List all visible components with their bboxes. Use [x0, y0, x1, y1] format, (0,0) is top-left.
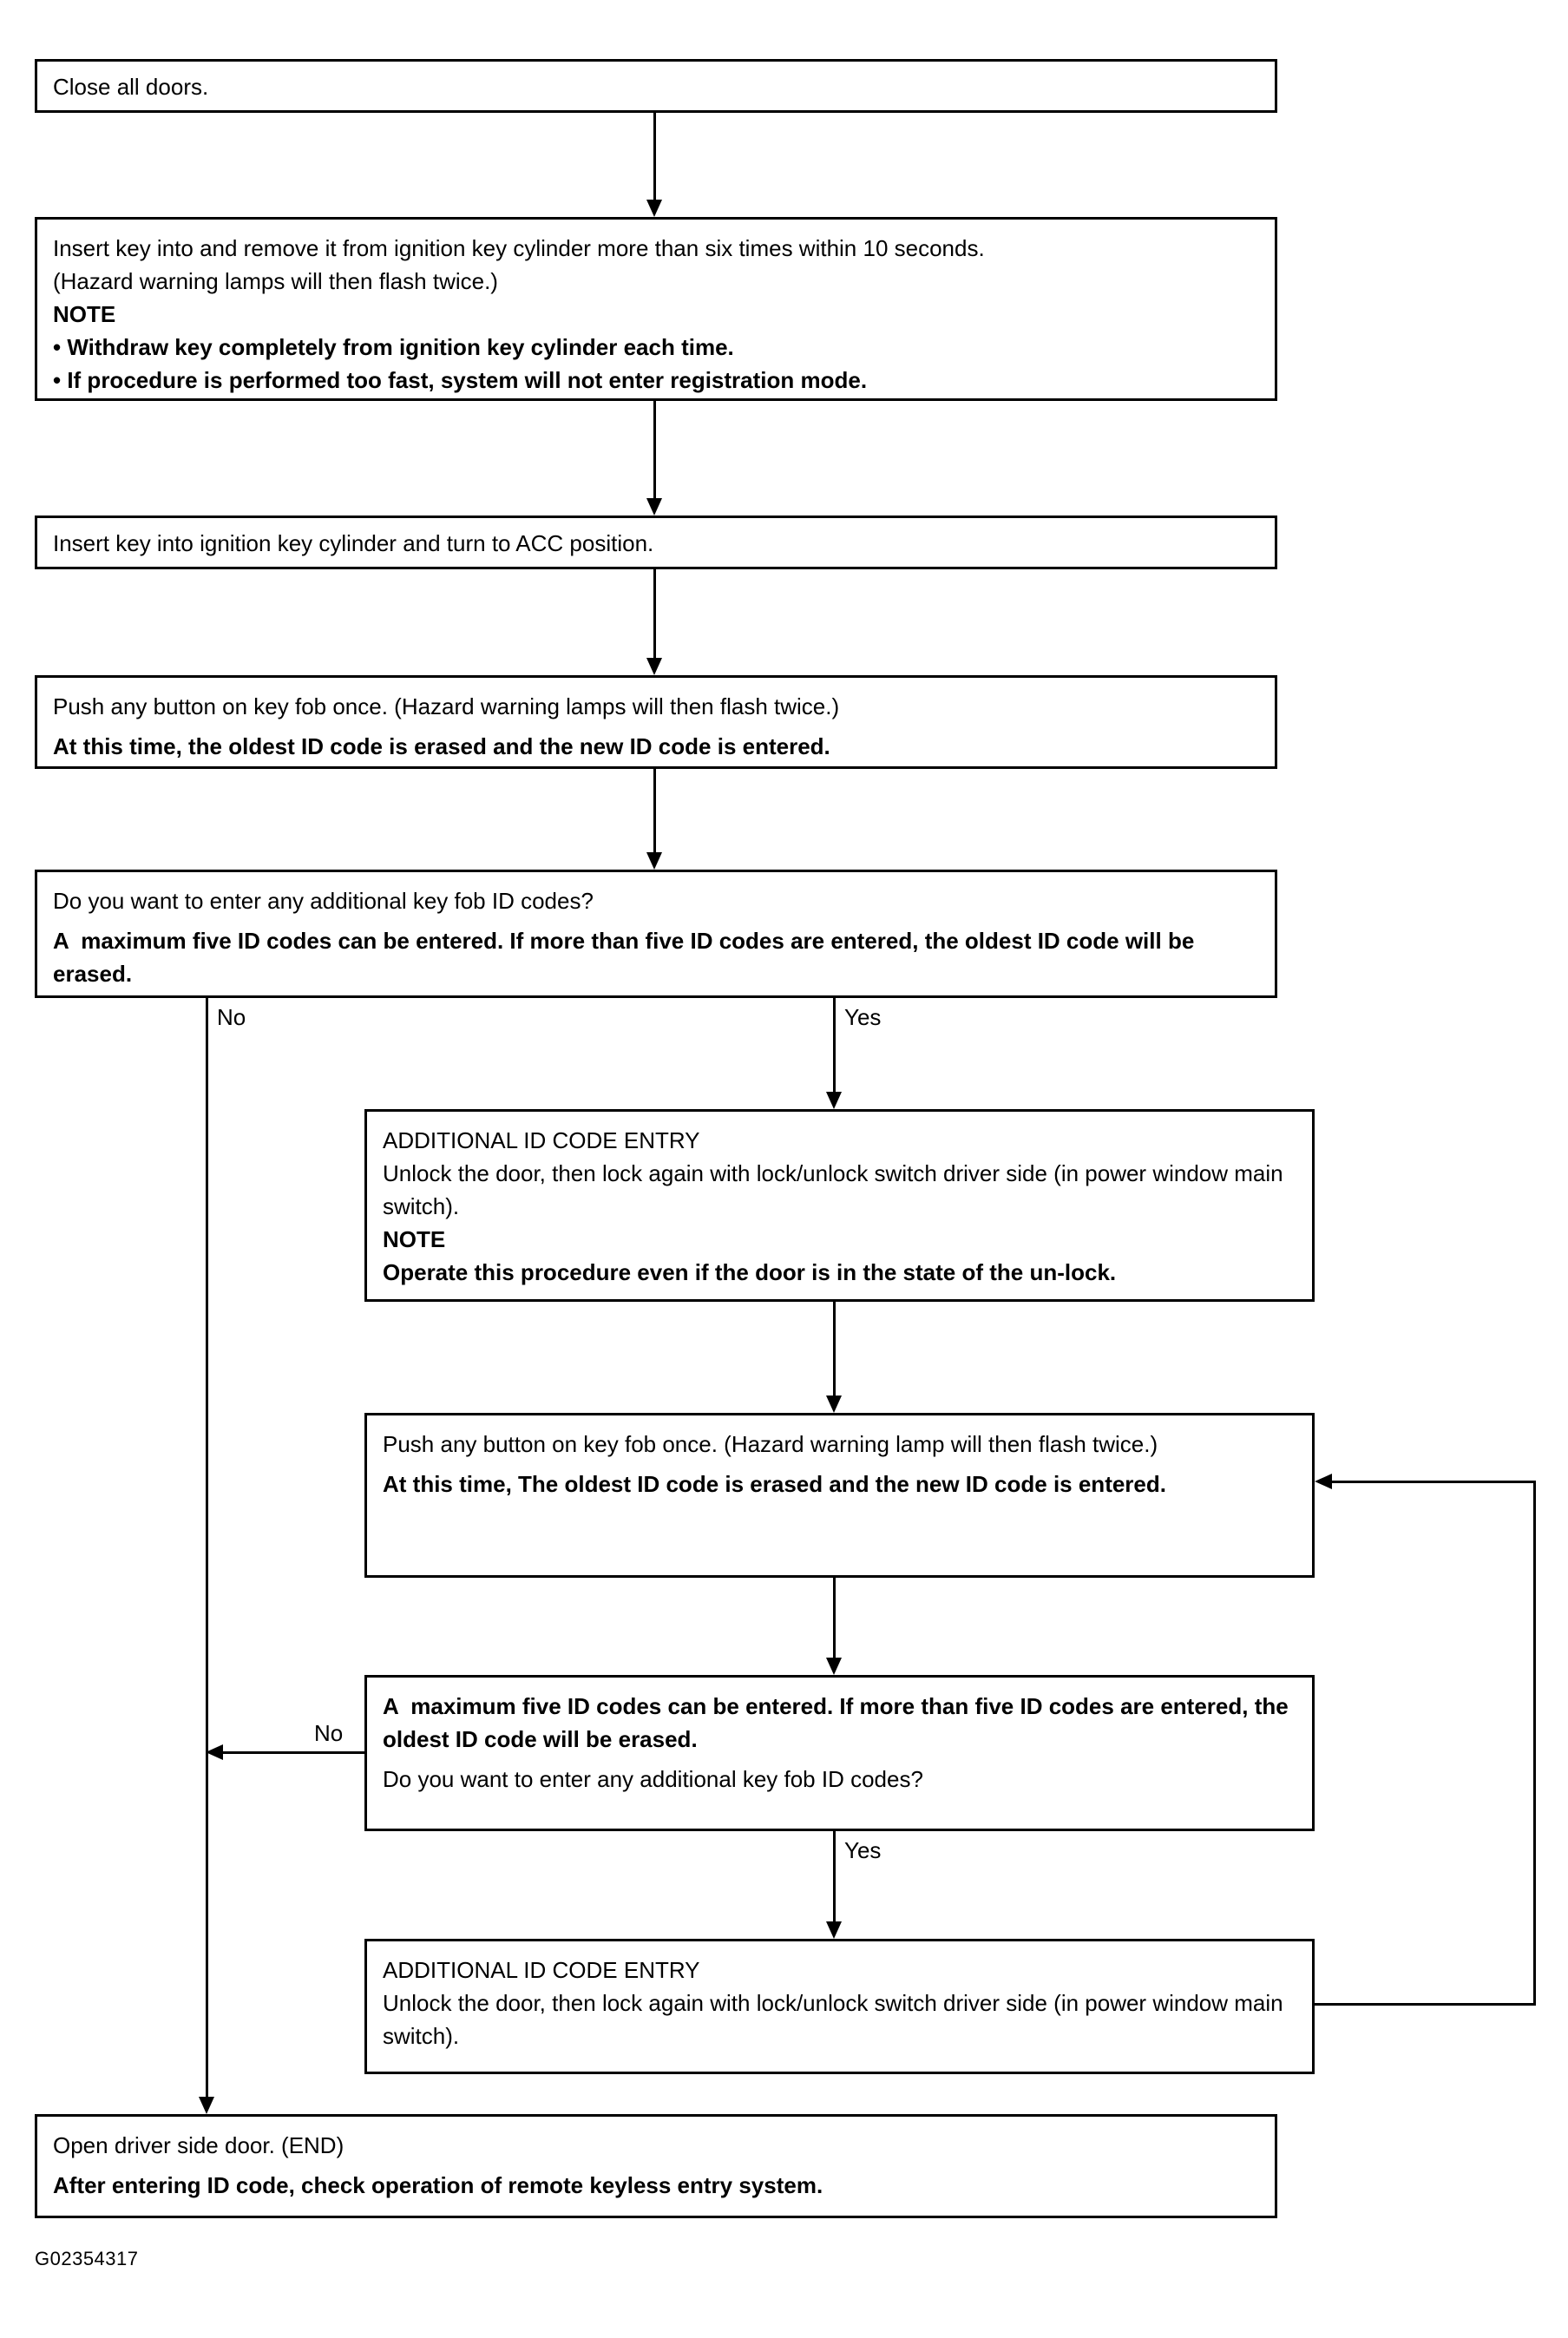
node-turn-to-acc: Insert key into ignition key cylinder an… [35, 516, 1277, 569]
node-line: Push any button on key fob once. (Hazard… [383, 1431, 1158, 1457]
edge-label-decision-second-yes: Yes [844, 1837, 882, 1863]
feedback-loop-right-segment [1533, 1481, 1536, 2006]
node-line: Close all doors. [53, 74, 209, 100]
node-note-bullet: • Withdraw key completely from ignition … [53, 334, 734, 360]
feedback-loop-top-segment [1332, 1481, 1536, 1483]
node-emphasis-line: A maximum five ID codes can be entered. … [383, 1693, 1295, 1752]
arrow-head-down [646, 852, 662, 870]
edge-label-decision-second-no: No [314, 1720, 344, 1746]
node-line: Insert key into ignition key cylinder an… [53, 530, 654, 556]
node-note-bullet: • If procedure is performed too fast, sy… [53, 367, 868, 393]
node-note-heading: NOTE [53, 301, 116, 327]
connector-push-button-to-decision-first [653, 769, 656, 859]
connector-decision-second-no [223, 1751, 366, 1754]
arrow-head-down [826, 1092, 842, 1109]
node-line: Push any button on key fob once. (Hazard… [53, 693, 840, 719]
edge-label-decision-first-no: No [217, 1004, 246, 1030]
node-heading: ADDITIONAL ID CODE ENTRY [383, 1127, 700, 1153]
arrow-head-down [826, 1658, 842, 1675]
figure-code: G02354317 [35, 2248, 139, 2269]
node-decision-second: A maximum five ID codes can be entered. … [364, 1675, 1315, 1831]
node-emphasis-line: A maximum five ID codes can be entered. … [53, 928, 1201, 987]
node-additional-id-code-entry-second: ADDITIONAL ID CODE ENTRY Unlock the door… [364, 1939, 1315, 2074]
connector-decision-first-yes [833, 998, 836, 1099]
node-emphasis-line: At this time, the oldest ID code is eras… [53, 733, 830, 759]
arrow-head-left [206, 1744, 223, 1760]
arrow-head-down [826, 1396, 842, 1413]
arrow-head-down [646, 658, 662, 675]
connector-decision-first-no [206, 998, 208, 2109]
node-line: Unlock the door, then lock again with lo… [383, 1990, 1289, 2049]
node-open-driver-door-end: Open driver side door. (END) After enter… [35, 2114, 1277, 2218]
node-question: Do you want to enter any additional key … [383, 1766, 923, 1792]
node-push-button-first: Push any button on key fob once. (Hazard… [35, 675, 1277, 769]
edge-label-decision-first-yes: Yes [844, 1004, 882, 1030]
node-push-button-second: Push any button on key fob once. (Hazard… [364, 1413, 1315, 1578]
connector-additional-first-to-push-second [833, 1302, 836, 1402]
arrow-head-down [199, 2097, 214, 2114]
arrow-head-down [646, 200, 662, 217]
arrow-head-down [826, 1921, 842, 1939]
connector-acc-to-push-button [653, 569, 656, 665]
connector-close-doors-to-insert-remove [653, 113, 656, 207]
node-line: Open driver side door. (END) [53, 2132, 344, 2158]
arrow-head-left [1315, 1474, 1332, 1489]
connector-push-second-to-decision-second [833, 1578, 836, 1665]
node-line: Unlock the door, then lock again with lo… [383, 1160, 1289, 1219]
connector-decision-second-yes [833, 1831, 836, 1928]
node-close-all-doors: Close all doors. [35, 59, 1277, 113]
node-decision-first: Do you want to enter any additional key … [35, 870, 1277, 998]
node-emphasis-line: At this time, The oldest ID code is eras… [383, 1471, 1166, 1497]
node-note-body: Operate this procedure even if the door … [383, 1259, 1117, 1285]
node-emphasis-line: After entering ID code, check operation … [53, 2172, 823, 2198]
node-line: (Hazard warning lamps will then flash tw… [53, 268, 498, 294]
node-additional-id-code-entry-first: ADDITIONAL ID CODE ENTRY Unlock the door… [364, 1109, 1315, 1302]
node-note-heading: NOTE [383, 1226, 446, 1252]
node-heading: ADDITIONAL ID CODE ENTRY [383, 1957, 700, 1983]
arrow-head-down [646, 498, 662, 516]
node-line: Insert key into and remove it from ignit… [53, 235, 985, 261]
node-insert-remove-key: Insert key into and remove it from ignit… [35, 217, 1277, 401]
node-question: Do you want to enter any additional key … [53, 888, 594, 914]
connector-insert-remove-to-acc [653, 401, 656, 505]
feedback-loop-bottom-segment [1312, 2003, 1536, 2006]
